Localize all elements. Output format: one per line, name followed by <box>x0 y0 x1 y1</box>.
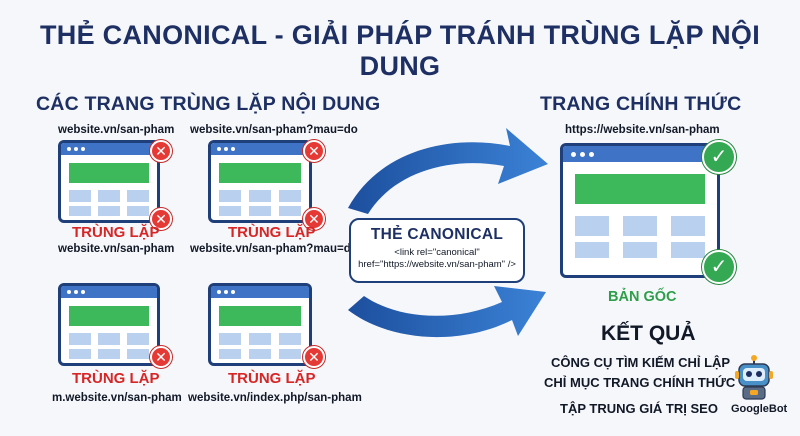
close-icon: ✕ <box>303 140 325 162</box>
page1-url-top: website.vn/san-pham <box>58 124 175 136</box>
top-arrow <box>348 128 548 214</box>
googlebot-label: GoogleBot <box>731 403 788 415</box>
page3-url-bottom: m.website.vn/san-pham <box>52 392 182 404</box>
canonical-code-line2: href="https://website.vn/san-pham" /> <box>358 259 516 270</box>
page4-url-bottom: website.vn/index.php/san-pham <box>188 392 362 404</box>
page4-duplicate-label: TRÙNG LẶP <box>228 370 316 387</box>
page1-duplicate-label: TRÙNG LẶP <box>72 224 160 241</box>
page2-url-bottom: website.vn/san-pham?mau=do <box>190 243 358 255</box>
page-title: THẺ CANONICAL - GIẢI PHÁP TRÁNH TRÙNG LẶ… <box>39 20 761 81</box>
close-icon: ✕ <box>303 346 325 368</box>
close-icon: ✕ <box>150 346 172 368</box>
duplicate-page-1-mockup <box>58 140 160 223</box>
check-icon: ✓ <box>702 140 736 174</box>
bottom-arrow <box>348 286 546 338</box>
page3-duplicate-label: TRÙNG LẶP <box>72 370 160 387</box>
result-line1: CÔNG CỤ TÌM KIẾM CHỈ LẬP <box>551 355 731 370</box>
check-icon: ✓ <box>702 250 736 284</box>
close-icon: ✕ <box>303 208 325 230</box>
result-line3: TẬP TRUNG GIÁ TRỊ SEO <box>560 401 718 416</box>
duplicate-page-2-mockup <box>208 140 312 223</box>
official-page-heading: TRANG CHÍNH THỨC <box>540 93 742 115</box>
duplicate-pages-heading: CÁC TRANG TRÙNG LẶP NỘI DUNG <box>36 93 381 115</box>
result-line2: CHỈ MỤC TRANG CHÍNH THỨC <box>544 375 736 390</box>
official-page-url: https://website.vn/san-pham <box>565 124 720 136</box>
page2-url-top: website.vn/san-pham?mau=do <box>190 124 358 136</box>
duplicate-page-3-mockup <box>58 283 160 366</box>
duplicate-page-4-mockup <box>208 283 312 366</box>
result-title: KẾT QUẢ <box>601 322 696 345</box>
close-icon: ✕ <box>150 208 172 230</box>
original-label: BẢN GỐC <box>608 289 677 305</box>
close-icon: ✕ <box>150 140 172 162</box>
canonical-tag-box: THẺ CANONICAL <link rel="canonical" href… <box>349 218 525 283</box>
canonical-code-line1: <link rel="canonical" <box>394 247 480 258</box>
canonical-title: THẺ CANONICAL <box>370 226 504 243</box>
robot-icon <box>735 355 773 400</box>
official-page-mockup <box>560 143 720 278</box>
page2-duplicate-label: TRÙNG LẶP <box>228 224 316 241</box>
page1-url-bottom: website.vn/san-pham <box>58 243 175 255</box>
arrows-graphic <box>348 128 548 338</box>
